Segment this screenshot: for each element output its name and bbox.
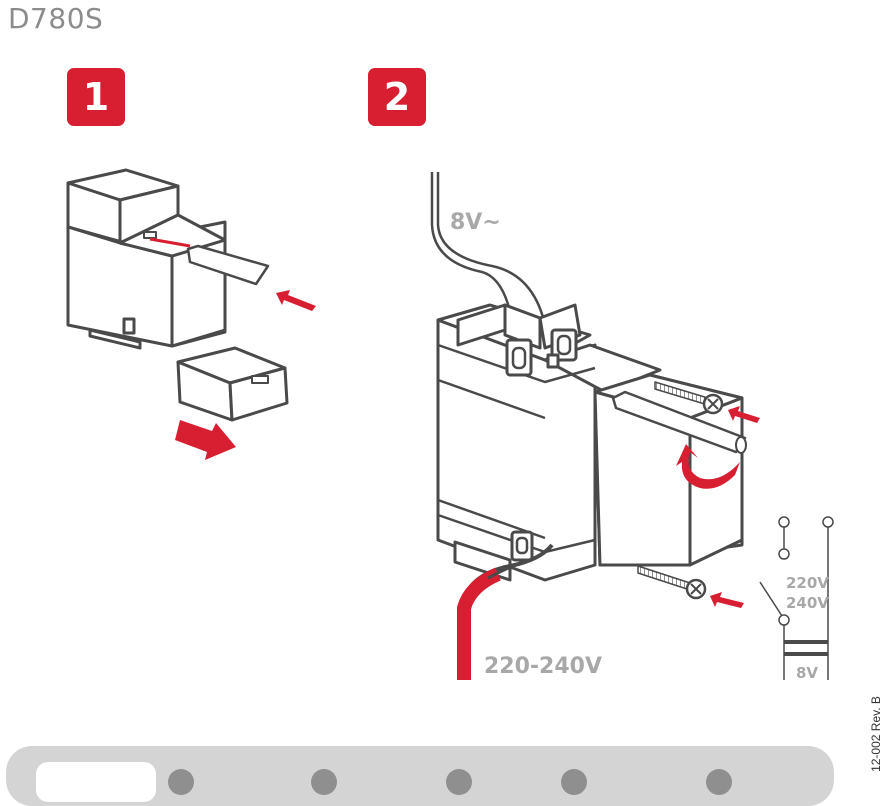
schematic-240v-label: 240V <box>786 594 829 612</box>
schematic-8v-label: 8V <box>796 664 819 682</box>
footer-dot <box>706 769 732 795</box>
wiring-schematic <box>759 516 834 680</box>
screw-push-arrow-icon <box>728 406 760 423</box>
step-1-illustration <box>66 168 316 460</box>
document-code: 12-002 Rev. B <box>862 692 890 776</box>
lower-screw-icon <box>637 565 707 600</box>
step-2-badge: 2 <box>368 68 426 126</box>
document-code-text: 12-002 Rev. B <box>869 696 883 772</box>
schematic-220v-label: 220V <box>786 574 829 592</box>
footer-logo <box>36 762 156 802</box>
footer-dot <box>311 769 337 795</box>
mains-cable <box>457 543 554 680</box>
footer-dot <box>561 769 587 795</box>
rotate-arrow-icon <box>676 444 740 489</box>
step-2-illustration <box>430 172 760 680</box>
pull-arrow-icon <box>175 420 236 460</box>
screwdriver-icon <box>611 390 747 454</box>
footer-dot <box>446 769 472 795</box>
secondary-voltage-label: 8V~ <box>450 210 501 235</box>
push-arrow-icon <box>276 290 316 311</box>
removed-cover <box>176 346 289 422</box>
footer-dot <box>168 769 194 795</box>
footer-bar <box>6 746 834 806</box>
model-title: D780S <box>8 2 104 35</box>
installation-diagram <box>66 168 834 680</box>
step-1-badge: 1 <box>67 68 125 126</box>
mains-voltage-label: 220-240V <box>484 654 603 679</box>
top-terminals <box>456 303 582 377</box>
transformer-housing <box>436 303 744 582</box>
screw-icon <box>654 381 724 415</box>
lower-screw-push-arrow-icon <box>710 592 744 608</box>
